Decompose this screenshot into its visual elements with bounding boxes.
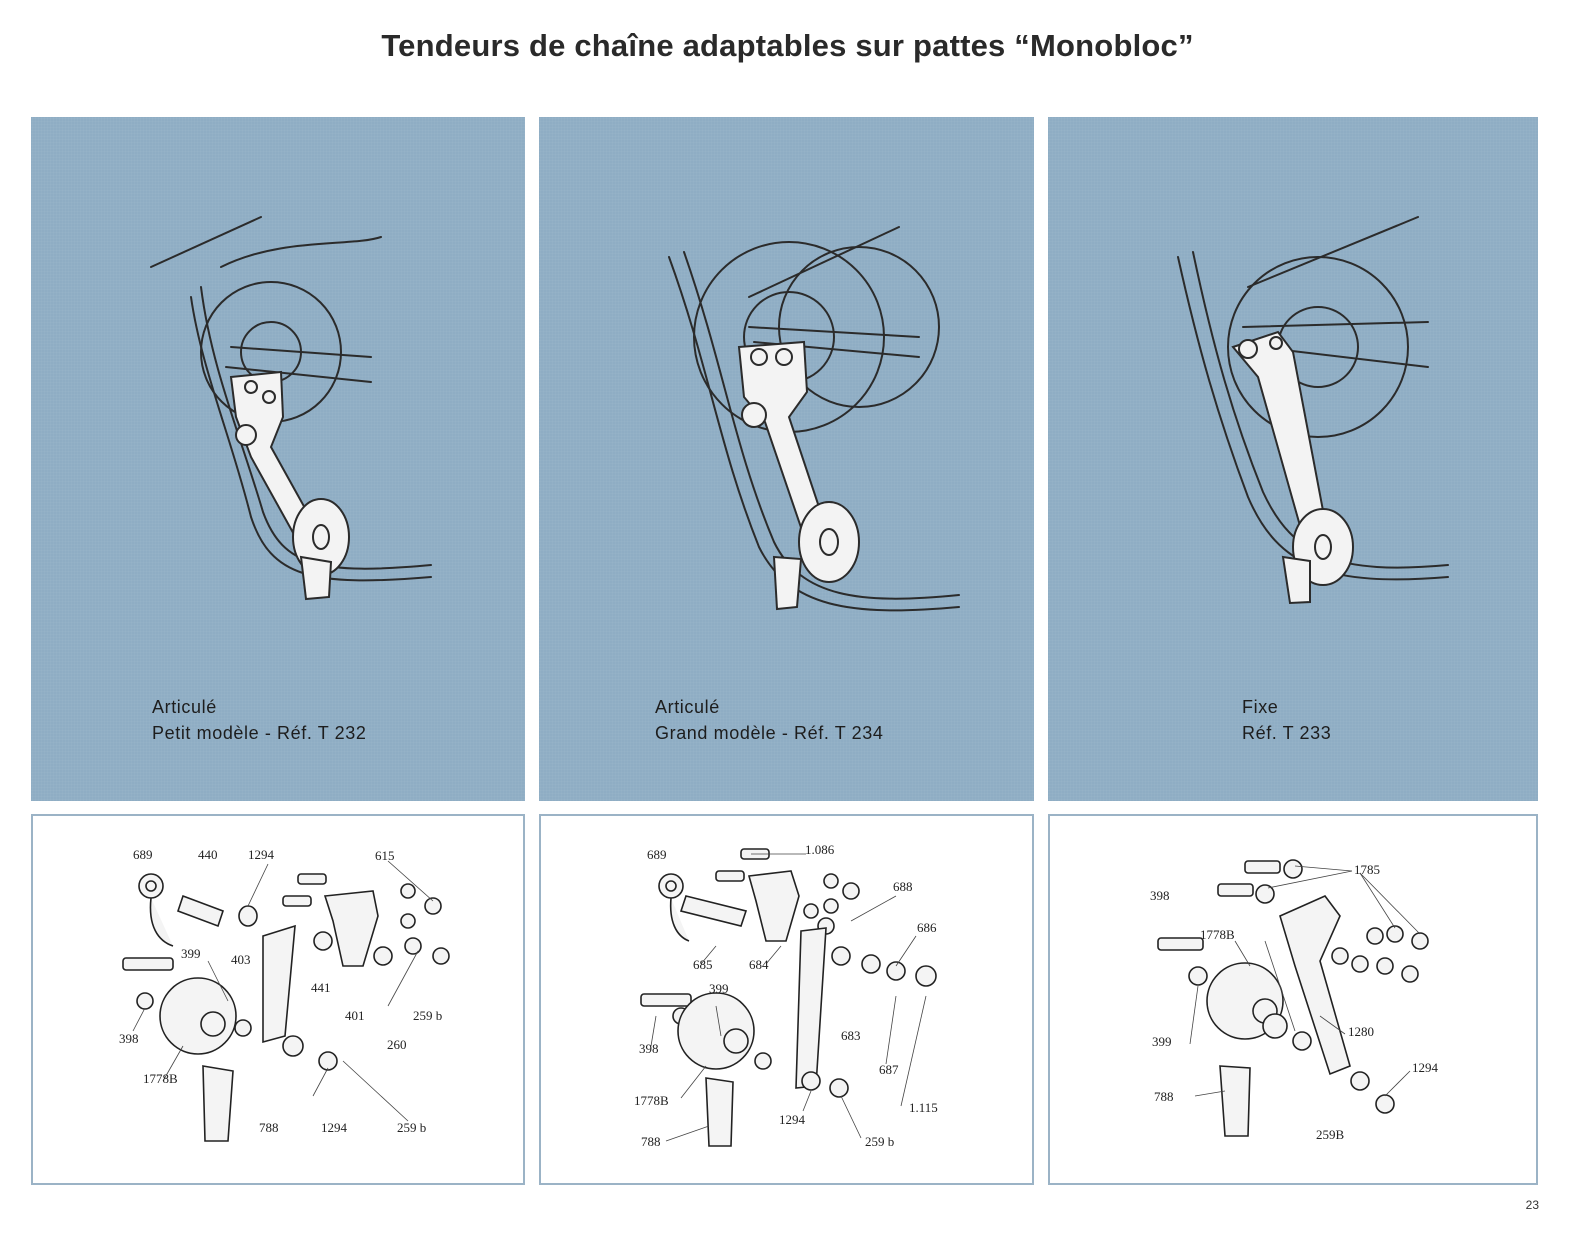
photo-panel-t232: Articulé Petit modèle - Réf. T 232 xyxy=(31,117,525,801)
part-number-label: 788 xyxy=(1154,1089,1174,1104)
caption-type: Articulé xyxy=(655,697,720,717)
part-number-label: 260 xyxy=(387,1037,407,1052)
part-number-label: 399 xyxy=(1152,1034,1172,1049)
parts-diagram-t234: 689 1.086 688 686 685 684 399 683 398 68… xyxy=(539,814,1034,1185)
exploded-parts-drawing xyxy=(1157,859,1429,1137)
part-number-label: 259B xyxy=(1316,1127,1345,1142)
chain-tensioner-illustration xyxy=(150,216,432,601)
part-number-label: 615 xyxy=(375,848,395,863)
part-number-label: 788 xyxy=(641,1134,661,1149)
part-number-label: 689 xyxy=(647,847,667,862)
part-number-label: 398 xyxy=(639,1041,659,1056)
part-number-label: 684 xyxy=(749,957,769,972)
part-number-label: 398 xyxy=(119,1031,139,1046)
part-number-label: 401 xyxy=(345,1008,365,1023)
photo-panel-t233: Fixe Réf. T 233 xyxy=(1048,117,1538,801)
part-number-label: 1.086 xyxy=(805,842,835,857)
part-number-label: 1294 xyxy=(1412,1060,1438,1075)
page-title: Tendeurs de chaîne adaptables sur pattes… xyxy=(381,28,1194,63)
parts-diagram-t232: 689 440 1294 615 399 403 441 401 259 b 3… xyxy=(31,814,525,1185)
part-number-label: 688 xyxy=(893,879,913,894)
product-caption: Articulé Petit modèle - Réf. T 232 xyxy=(152,694,366,746)
part-number-label: 440 xyxy=(198,847,218,862)
part-number-label: 259 b xyxy=(413,1008,443,1023)
part-number-label: 1785 xyxy=(1354,862,1380,877)
exploded-parts-drawing xyxy=(122,860,450,1142)
chain-tensioner-illustration xyxy=(668,226,960,612)
part-number-label: 689 xyxy=(133,847,153,862)
caption-type: Articulé xyxy=(152,697,217,717)
exploded-parts-drawing xyxy=(640,848,937,1147)
part-number-label: 1294 xyxy=(248,847,274,862)
parts-diagram-t233: 1785 398 1778B 399 1280 1294 788 259B xyxy=(1048,814,1538,1185)
part-number-label: 259 b xyxy=(397,1120,427,1135)
part-number-label: 687 xyxy=(879,1062,899,1077)
part-number-label: 399 xyxy=(709,981,729,996)
part-number-label: 686 xyxy=(917,920,937,935)
part-number-label: 399 xyxy=(181,946,201,961)
part-number-label: 1778B xyxy=(143,1071,178,1086)
part-number-label: 1280 xyxy=(1348,1024,1374,1039)
part-number-label: 1778B xyxy=(634,1093,669,1108)
caption-type: Fixe xyxy=(1242,697,1279,717)
product-caption: Articulé Grand modèle - Réf. T 234 xyxy=(655,694,883,746)
part-number-label: 398 xyxy=(1150,888,1170,903)
part-number-label: 259 b xyxy=(865,1134,895,1149)
part-number-label: 1294 xyxy=(779,1112,805,1127)
part-number-label: 1.115 xyxy=(909,1100,938,1115)
part-number-label: 1778B xyxy=(1200,927,1235,942)
caption-reference: Petit modèle - Réf. T 232 xyxy=(152,723,367,743)
part-number-label: 685 xyxy=(693,957,713,972)
part-number-label: 1294 xyxy=(321,1120,347,1135)
part-number-label: 441 xyxy=(311,980,331,995)
chain-tensioner-illustration xyxy=(1177,216,1449,605)
caption-reference: Grand modèle - Réf. T 234 xyxy=(655,723,884,743)
caption-reference: Réf. T 233 xyxy=(1242,723,1332,743)
page-number: 23 xyxy=(1525,1198,1539,1212)
photo-panel-t234: Articulé Grand modèle - Réf. T 234 xyxy=(539,117,1034,801)
product-caption: Fixe Réf. T 233 xyxy=(1242,694,1331,746)
part-number-label: 788 xyxy=(259,1120,279,1135)
part-number-label: 403 xyxy=(231,952,251,967)
part-number-label: 683 xyxy=(841,1028,861,1043)
